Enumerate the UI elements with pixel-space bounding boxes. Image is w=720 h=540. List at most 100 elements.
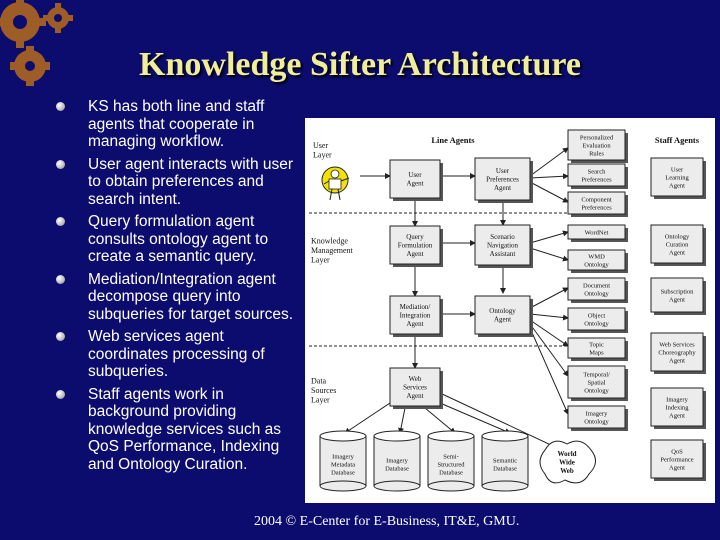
imagery-metadata-database-body (320, 436, 366, 486)
bullet-item: Web services agent coordinates processin… (56, 328, 301, 381)
ontology-to-temporal-link (529, 323, 569, 377)
temporal-spatial-ontology-box (567, 365, 626, 399)
prefs-to-rules-link (529, 147, 569, 177)
subscription-agent-box (650, 277, 704, 313)
bullet-item: KS has both line and staff agents that c… (56, 98, 301, 151)
semantic-database-body (482, 436, 528, 486)
user-icon (321, 166, 350, 201)
bullet-item: User agent interacts with user to obtain… (56, 156, 301, 209)
bullet-item: Mediation/Integration agent decompose qu… (56, 271, 301, 324)
personalized-evaluation-rules-box (567, 129, 626, 161)
scenario-to-wordnet-link (529, 230, 569, 244)
bullet-text: Staff agents work in background providin… (88, 385, 281, 473)
prefs-to-search-link (529, 173, 569, 180)
user-preferences-agent-box (474, 157, 531, 201)
semi-structured-database-body (428, 436, 474, 486)
web-services-choreography-agent-box (650, 332, 704, 372)
staff-agents-header: Staff Agents (655, 135, 700, 145)
bullet-icon (56, 389, 65, 399)
web-services-agent-box (389, 367, 441, 407)
bullet-text: KS has both line and staff agents that c… (88, 98, 265, 150)
ontology-to-document-link (529, 287, 569, 309)
bullet-text: User agent interacts with user to obtain… (88, 155, 294, 208)
user-agent-box (389, 159, 441, 199)
search-preferences-box (567, 163, 626, 187)
line-agents-header: Line Agents (431, 135, 475, 145)
bullet-text: Query formulation agent consults ontolog… (88, 213, 269, 265)
footer-text: 2004 © E-Center for E-Business, IT&E, GM… (254, 514, 520, 529)
mediation-integration-agent-box (389, 295, 441, 335)
bullet-icon (56, 159, 65, 169)
scenario-navigation-assistant-box (474, 224, 531, 266)
bullet-icon (56, 217, 65, 226)
imagery-indexing-agent-box (650, 387, 704, 427)
ws-to-imagery-metadata-link (344, 402, 391, 434)
ontology-to-object-link (529, 313, 569, 321)
wordnet-box (567, 224, 626, 240)
imagery-metadata-database-top (319, 430, 367, 442)
topic-maps-box (567, 337, 626, 359)
query-formulation-agent-box (389, 225, 441, 265)
semantic-database-top (481, 430, 529, 442)
wordnet-label: WordNet (585, 229, 609, 236)
imagery-database-base (373, 480, 421, 492)
ws-to-semistructured-link (424, 407, 456, 434)
imagery-database-top (373, 430, 421, 442)
ws-to-imagery-db-link (398, 407, 406, 434)
object-ontology-box (567, 307, 626, 331)
component-preferences-box (567, 191, 626, 215)
ontology-to-topic-link (529, 319, 569, 347)
document-ontology-box (567, 277, 626, 301)
semi-structured-database-top (427, 430, 475, 442)
imagery-database-body (374, 436, 420, 486)
bullet-item: Staff agents work in background providin… (56, 386, 301, 474)
ontology-curation-agent-box (650, 224, 704, 264)
wmd-ontology-box (567, 249, 626, 271)
bullet-text: Mediation/Integration agent decompose qu… (88, 270, 294, 323)
bullet-text: Web services agent coordinates processin… (88, 328, 265, 380)
user-learning-agent-box (650, 157, 704, 197)
ws-to-semantic-link (439, 402, 511, 434)
imagery-ontology-box (567, 405, 626, 429)
bullet-icon (56, 274, 65, 284)
bullet-icon (56, 332, 65, 341)
scenario-to-wmd-link (529, 247, 569, 262)
prefs-to-component-link (529, 181, 569, 203)
ws-to-www-link (439, 392, 569, 454)
slide-title: Knowledge Sifter Architecture (139, 46, 581, 83)
ontology-to-imagery-onto-link (529, 327, 569, 415)
bullet-list: KS has both line and staff agents that c… (56, 98, 301, 478)
ontology-agent-box (474, 295, 531, 335)
bullet-icon (56, 102, 65, 111)
world-wide-web-icon (539, 440, 596, 484)
